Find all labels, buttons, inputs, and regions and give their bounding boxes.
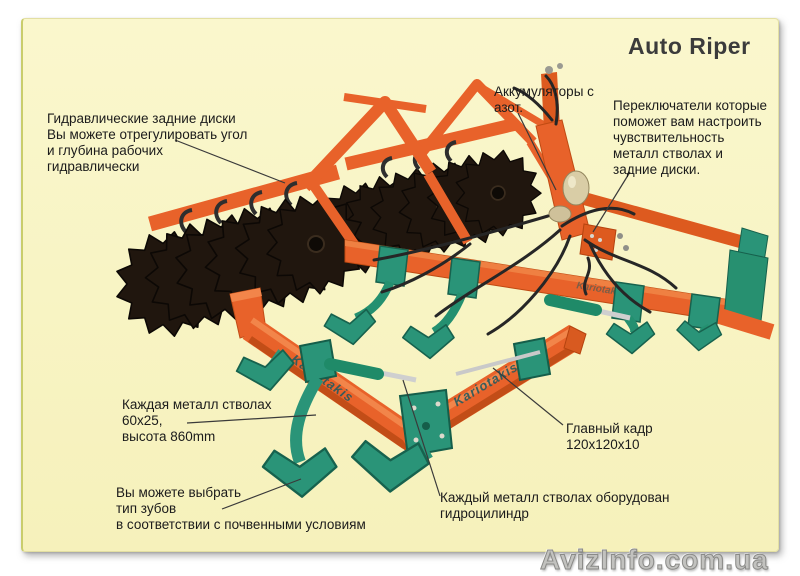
pointer-line-accumulators xyxy=(517,112,557,191)
pointer-line-cylinder xyxy=(402,379,441,497)
annotation-teeth: Вы можете выбрать тип зубов в соответств… xyxy=(116,485,366,533)
sweep-foot xyxy=(322,307,378,348)
annotation-line: гидравлически xyxy=(47,159,140,174)
annotation-stems: Каждая металл стволах 60х25, высота 860m… xyxy=(122,397,272,445)
hitch-post xyxy=(541,72,560,130)
annotation-line: поможет вам настроить xyxy=(613,114,762,129)
a-frame xyxy=(417,79,537,158)
sweep-foot xyxy=(233,347,298,396)
frame-brace xyxy=(307,180,361,250)
annotation-line: Каждая металл стволах xyxy=(122,397,272,412)
annotation-line: и глубина рабочих xyxy=(47,143,163,158)
pointer-line-switches xyxy=(592,171,631,233)
annotation-cylinder: Каждый металл стволах оборудован гидроци… xyxy=(440,490,670,522)
shank xyxy=(354,280,395,323)
pointer-line-frame xyxy=(492,367,564,426)
annotation-frame: Главный кадр 120х120х10 xyxy=(566,421,653,453)
hydraulic-cylinder xyxy=(324,358,384,380)
shank-bracket xyxy=(447,257,481,299)
bolt xyxy=(413,437,419,443)
shank-bracket xyxy=(298,338,338,384)
annotation-line: высота 860mm xyxy=(122,429,216,444)
shank-bracket xyxy=(512,336,552,382)
annotation-line: Вы можете отрегулировать угол xyxy=(47,127,248,142)
bolt xyxy=(439,433,445,439)
annotation-line: металл стволах и xyxy=(613,146,723,161)
page-title: Auto Riper xyxy=(628,33,751,59)
fitting xyxy=(545,66,553,74)
annotation-line: Каждый металл стволах оборудован xyxy=(440,490,670,505)
bolt xyxy=(590,234,594,238)
sweep-foot xyxy=(401,323,455,360)
annotation-line: Переключатели которые xyxy=(613,98,768,113)
annotation-rear-discs: Гидравлические задние диски Вы можете от… xyxy=(47,111,247,175)
annotation-line: Главный кадр xyxy=(566,421,653,436)
frame-brace xyxy=(423,171,473,245)
nitrogen-accumulator xyxy=(548,205,572,223)
hydraulic-hoses xyxy=(372,74,678,336)
pointer-line-stems xyxy=(186,414,317,424)
upper-right-beam xyxy=(573,189,762,254)
pointer-lines xyxy=(174,112,631,510)
annotation-line: тип зубов xyxy=(116,501,177,516)
tie-rod xyxy=(455,350,541,376)
annotation-line: Вы можете выбрать xyxy=(116,485,242,500)
bracket-hole xyxy=(422,422,430,430)
annotation-line: 60х25, xyxy=(122,413,163,428)
annotation-line: Аккумуляторы с xyxy=(494,84,594,99)
fitting xyxy=(617,233,623,239)
hydraulic-cylinder xyxy=(544,294,602,316)
annotation-line: азот. xyxy=(494,100,524,115)
shank xyxy=(290,374,324,465)
shank-bracket xyxy=(375,245,409,287)
disc-hooks xyxy=(179,181,298,234)
frame-brace xyxy=(477,82,551,132)
watermark: AvizInfo.com.ua xyxy=(540,544,769,576)
beam-highlight xyxy=(345,240,750,309)
annotation-line: гидроцилиндр xyxy=(440,506,529,521)
bolt xyxy=(598,238,602,242)
bolt xyxy=(435,401,441,407)
annotation-line: чувствительность xyxy=(613,130,725,145)
accumulator-shine xyxy=(568,176,576,188)
beam-end-cap xyxy=(563,325,587,355)
annotation-line: задние диски. xyxy=(613,162,701,177)
annotation-switches: Переключатели которые поможет вам настро… xyxy=(613,98,767,178)
pointer-line-rear-discs xyxy=(174,139,286,184)
fitting xyxy=(557,63,563,69)
annotation-accumulators: Аккумуляторы с азот. xyxy=(494,84,594,116)
beam-highlight xyxy=(230,288,262,302)
annotation-line: Гидравлические задние диски xyxy=(47,111,236,126)
disc-gang-left xyxy=(115,93,473,340)
pointer-line-teeth xyxy=(221,478,302,510)
annotation-line: 120х120х10 xyxy=(566,437,640,452)
annotation-line: в соответствии с почвенными условиям xyxy=(116,517,366,532)
frame-top-bar xyxy=(343,93,427,113)
fitting xyxy=(623,245,629,251)
front-left-beam xyxy=(242,317,418,449)
shank-bracket xyxy=(611,281,645,323)
nitrogen-accumulator xyxy=(562,170,590,206)
